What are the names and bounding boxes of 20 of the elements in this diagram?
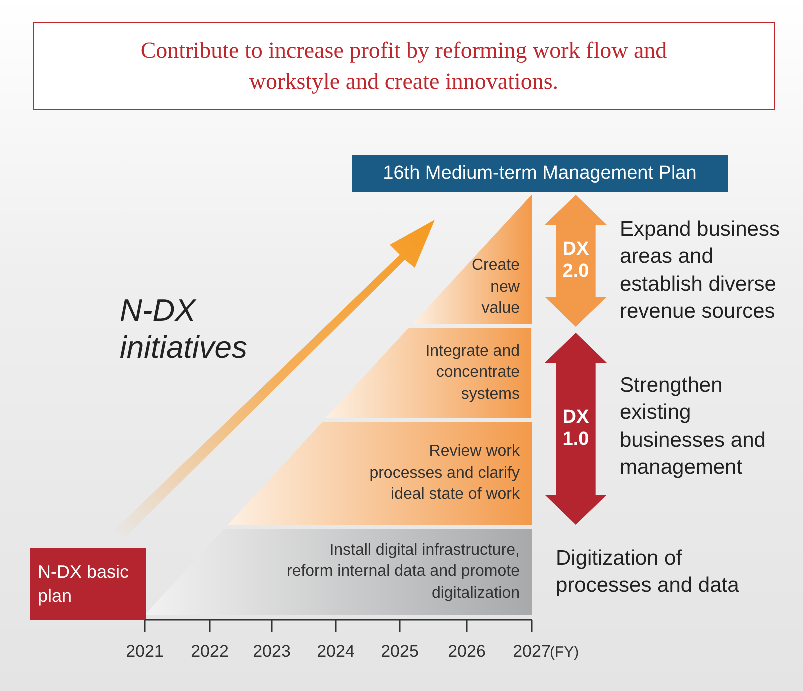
step-block: Review work processes and clarify ideal state of work bbox=[228, 422, 532, 525]
year-label: 2022 bbox=[190, 642, 230, 662]
arrow-caption: N-DX initiatives bbox=[120, 292, 248, 366]
side-note: Strengthen existing businesses and management bbox=[620, 373, 767, 481]
step-block: Install digital infrastructure, reform internal data and promote digitalization bbox=[145, 529, 532, 615]
year-label: 2025 bbox=[380, 642, 420, 662]
plan-banner: 16th Medium-term Management Plan bbox=[352, 155, 728, 192]
phase-marker: DX 1.0 bbox=[545, 333, 607, 525]
unit-label: (FY) bbox=[550, 644, 580, 661]
start-box: N-DX basic plan bbox=[30, 548, 146, 620]
phase-marker: DX 2.0 bbox=[545, 195, 607, 327]
year-label: 2024 bbox=[316, 642, 356, 662]
year-label: 2021 bbox=[125, 642, 165, 662]
goal-banner: Contribute to increase profit by reforming work flow and workstyle and create innovations. bbox=[33, 22, 775, 110]
year-label: 2026 bbox=[447, 642, 487, 662]
step-block: Integrate and concentrate systems bbox=[326, 328, 532, 418]
side-note: Digitization of processes and data bbox=[556, 546, 740, 600]
step-block: Create new value bbox=[413, 195, 532, 324]
year-label: 2023 bbox=[252, 642, 292, 662]
side-note: Expand business areas and establish diverse revenue sources bbox=[620, 217, 781, 325]
